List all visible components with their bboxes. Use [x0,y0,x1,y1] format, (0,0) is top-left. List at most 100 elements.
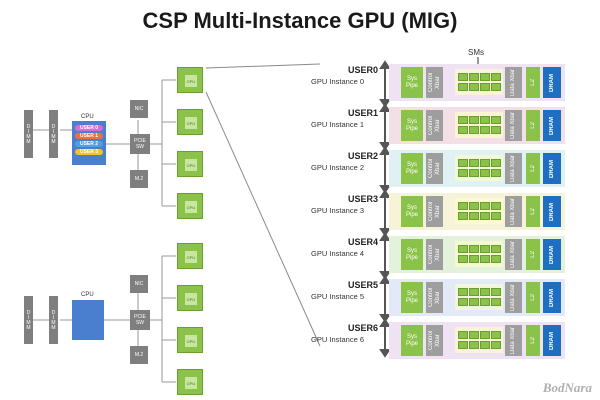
sm-cell [469,159,479,167]
sm-cell [480,245,490,253]
control-xbar-block: Control Xbar [426,196,443,227]
cpu-user-badge: USER 2 [75,141,103,147]
sys-pipe-block-label: Sys Pipe [405,247,418,261]
sm-cell [469,116,479,124]
sm-cell [458,116,468,124]
dram-block: DRAM [543,153,561,184]
data-xbar-block-label: Data Xbar [510,197,516,225]
data-xbar-block: Data Xbar [505,239,522,270]
sm-cell [480,298,490,306]
l2-block: L2 [526,153,540,184]
m2-box: M.2 [130,170,148,188]
sm-cell [469,288,479,296]
sm-cell [458,202,468,210]
data-xbar-block-label: Data Xbar [510,154,516,182]
sm-cell [491,341,501,349]
sys-pipe-block: Sys Pipe [401,110,423,141]
sm-cell [458,298,468,306]
dram-block: DRAM [543,282,561,313]
dram-block: DRAM [543,196,561,227]
pcie-switch-box: PCIE SW [130,134,150,154]
sys-pipe-block-label: Sys Pipe [405,161,418,175]
cpu-user-badge: USER 1 [75,133,103,139]
m2-box: M.2 [130,346,148,364]
sm-cell [491,298,501,306]
sys-pipe-block-label: Sys Pipe [405,75,418,89]
sm-cell [491,116,501,124]
gpu-chip-label: GPU [184,116,198,130]
sm-cell [480,159,490,167]
sys-pipe-block: Sys Pipe [401,282,423,313]
sm-cell [480,116,490,124]
sm-cell [458,331,468,339]
sm-cell [491,245,501,253]
sys-pipe-block-label: Sys Pipe [405,290,418,304]
sm-cell [480,202,490,210]
sm-cell [469,73,479,81]
gpu-instance-label: GPU Instance 3 [311,206,364,215]
sm-cell [480,73,490,81]
sm-cell [458,212,468,220]
sys-pipe-block: Sys Pipe [401,325,423,356]
data-xbar-block-label: Data Xbar [510,283,516,311]
dimm-module: DIMM [24,110,33,158]
control-xbar-block: Control Xbar [426,110,443,141]
page-title: CSP Multi-Instance GPU (MIG) [142,8,458,33]
sm-cell [491,331,501,339]
gpu-chip: GPU [177,369,203,395]
sm-grid [455,198,503,224]
control-xbar-block-label: Control Xbar [427,330,441,351]
sm-cell [480,212,490,220]
nic-box: NIC [130,100,148,118]
cpu-user-badge: USER 0 [75,125,103,131]
sys-pipe-block: Sys Pipe [401,67,423,98]
data-xbar-block-label: Data Xbar [510,68,516,96]
l2-block: L2 [526,196,540,227]
dimm-module: DIMM [49,110,58,158]
dimm-module: DIMM [24,296,33,344]
sm-cell [469,245,479,253]
control-xbar-block: Control Xbar [426,67,443,98]
l2-block: L2 [526,110,540,141]
gpu-instance-label: GPU Instance 5 [311,292,364,301]
sm-cell [458,288,468,296]
gpu-chip-label: GPU [184,158,198,172]
dram-block-label: DRAM [548,331,555,350]
data-xbar-block: Data Xbar [505,282,522,313]
sm-cell [469,255,479,263]
sm-cell [458,126,468,134]
sm-cell [480,288,490,296]
gpu-chip-label: GPU [184,200,198,214]
data-xbar-block-label: Data Xbar [510,326,516,354]
sys-pipe-block-label: Sys Pipe [405,204,418,218]
gpu-chip-label: GPU [184,376,198,390]
gpu-chip: GPU [177,151,203,177]
control-xbar-block-label: Control Xbar [427,158,441,179]
pcie-switch-box: PCIE SW [130,310,150,330]
control-xbar-block-label: Control Xbar [427,287,441,308]
cpu-label: CPU [81,292,94,298]
control-xbar-block-label: Control Xbar [427,201,441,222]
sm-cell [458,159,468,167]
gpu-instance-label: GPU Instance 1 [311,120,364,129]
l2-block: L2 [526,239,540,270]
sm-cell [458,83,468,91]
data-xbar-block-label: Data Xbar [510,240,516,268]
sm-cell [469,212,479,220]
dram-block: DRAM [543,239,561,270]
sm-cell [491,83,501,91]
control-xbar-block-label: Control Xbar [427,72,441,93]
user-label: USER3 [347,194,378,204]
l2-block-label: L2 [529,79,536,86]
gpu-instance-label: GPU Instance 6 [311,335,364,344]
gpu-chip: GPU [177,285,203,311]
nic-box: NIC [130,275,148,293]
gpu-chip: GPU [177,193,203,219]
dram-block-label: DRAM [548,73,555,92]
sys-pipe-block: Sys Pipe [401,153,423,184]
sm-cell [491,126,501,134]
sm-cell [491,288,501,296]
sm-cell [491,212,501,220]
sm-cell [491,255,501,263]
cpu-label: CPU [81,114,94,120]
